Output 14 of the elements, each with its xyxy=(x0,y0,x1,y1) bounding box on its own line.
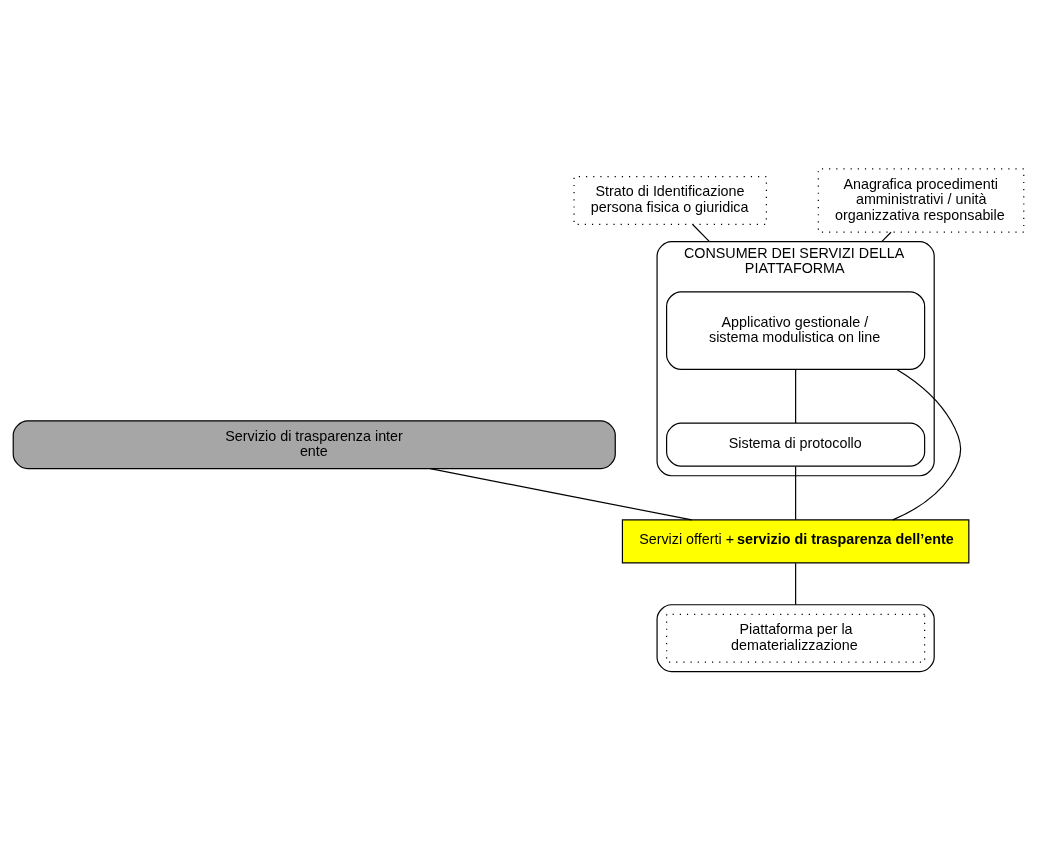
node-box: Servizio di trasparenza inter ente xyxy=(12,419,616,469)
node-box: Applicativo gestionale / sistema modulistica on line xyxy=(666,290,926,370)
cluster xyxy=(656,603,935,672)
node-box: Sistema di protocollo xyxy=(666,422,926,467)
connector xyxy=(795,368,797,424)
connector xyxy=(892,368,962,520)
connector xyxy=(881,231,892,242)
node-box: Strato di Identificazione persona fisica o giuridica xyxy=(573,175,767,225)
connector xyxy=(692,223,711,242)
node-box: Servizi offerti + servizio di trasparenza dell’ente xyxy=(621,518,970,564)
connector xyxy=(795,562,797,605)
node-box: Piattaforma per la dematerializzazione xyxy=(666,613,926,663)
node-box: Anagrafica procedimenti amministrativi / unità organizzativa responsabile xyxy=(817,167,1025,233)
connector xyxy=(795,465,797,520)
